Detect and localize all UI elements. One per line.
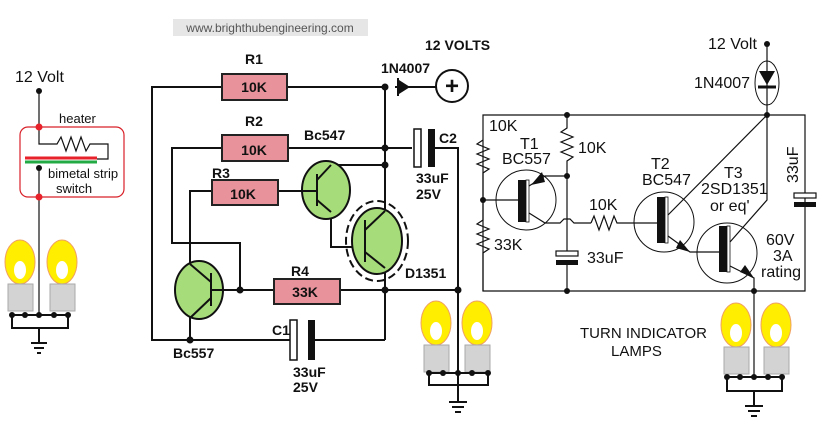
r2-name: R2 [245, 113, 263, 129]
rating-3: rating [761, 264, 801, 281]
r2-value: 10K [241, 142, 267, 158]
r-base-label: 10K [589, 197, 618, 214]
diode-icon [759, 71, 775, 85]
t2-type: BC547 [642, 172, 691, 189]
r-bottom-label: 33K [494, 237, 523, 254]
cap-right-label: 33uF [785, 146, 802, 183]
bc557-label: Bc557 [173, 345, 214, 361]
right-circuit: 12 Volt 1N4007 10K 33K 10K 33uF T1 BC557 [475, 36, 817, 417]
heater-label: heater [59, 111, 97, 126]
r3-name: R3 [212, 165, 230, 181]
rating-2: 3A [773, 248, 793, 265]
t1-type: BC557 [502, 151, 551, 168]
resistor-r3 [211, 179, 279, 206]
watermark: www.brighthubengineering.com [185, 21, 353, 35]
r-top-left-label: 10K [489, 118, 518, 135]
switch-label-1: bimetal strip [48, 166, 118, 181]
right-lamps [720, 302, 792, 417]
thermal-flasher-box [19, 126, 125, 198]
resistor-33k [475, 200, 491, 291]
r3-value: 10K [230, 186, 256, 202]
middle-lamps [420, 300, 493, 413]
resistor-10k-base [590, 214, 650, 232]
t3-type: 2SD1351 [701, 181, 768, 198]
r1-value: 10K [241, 79, 267, 95]
t3-name: T3 [724, 165, 743, 182]
r-top-mid-label: 10K [578, 140, 607, 157]
middle-supply-label: 12 VOLTS [425, 37, 490, 53]
resistor-r2 [221, 134, 289, 162]
middle-circuit: R1 10K R2 10K R3 10K R4 33K 1N4007 + 12 … [151, 37, 493, 413]
resistor-r1 [221, 73, 288, 101]
r4-name: R4 [291, 263, 309, 279]
middle-diode-label: 1N4007 [381, 60, 430, 76]
rating-1: 60V [766, 232, 795, 249]
resistor-10k-left [475, 139, 491, 200]
bc547-label: Bc547 [304, 127, 345, 143]
transistor-t2 [633, 191, 695, 253]
left-circuit: 12 Volt heater bimetal strip switch [4, 69, 125, 354]
transistor-t3 [696, 222, 758, 284]
t1-name: T1 [520, 136, 539, 153]
t2-name: T2 [651, 156, 670, 173]
watermark-bg [173, 19, 368, 36]
plus-sign: + [445, 73, 459, 100]
c1-value: 33uF [293, 364, 326, 380]
lamps-label-1: TURN INDICATOR [580, 325, 707, 342]
c1-name: C1 [272, 322, 290, 338]
lamps-label-2: LAMPS [611, 343, 662, 360]
left-lamps [4, 239, 78, 354]
d1351-label: D1351 [405, 265, 446, 281]
c2-name: C2 [439, 130, 457, 146]
resistor-10k-mid [559, 115, 575, 176]
battery-plus-icon [435, 69, 469, 103]
left-supply-label: 12 Volt [15, 69, 64, 86]
right-supply-label: 12 Volt [708, 36, 757, 53]
r1-name: R1 [245, 51, 263, 67]
r4-value: 33K [292, 284, 318, 300]
t3-alt: or eq' [710, 198, 750, 215]
capacitor-33uf-right [793, 192, 817, 199]
capacitor-33uf-mid [555, 250, 579, 257]
c2-value: 33uF [416, 170, 449, 186]
right-diode-label: 1N4007 [694, 75, 750, 92]
c1-voltage: 25V [293, 379, 319, 395]
capacitor-c2 [413, 128, 422, 168]
capacitor-c1 [289, 319, 298, 361]
resistor-r4 [273, 278, 341, 305]
c2-voltage: 25V [416, 186, 442, 202]
heater-resistor [38, 127, 109, 160]
cap-mid-label: 33uF [587, 250, 624, 267]
switch-label-2: switch [56, 181, 92, 196]
